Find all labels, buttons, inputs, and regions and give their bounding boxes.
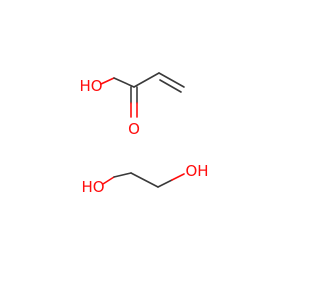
acrylic-hydroxyl-bond-c	[113, 77, 135, 88]
acrylic-cc-double-bond-b	[159, 79, 182, 93]
acrylic-cc-single-bond	[133, 72, 160, 88]
glycol-cc-bond	[130, 172, 159, 188]
glycol-right-o-bond-o	[171, 173, 185, 181]
structure-canvas: HO O HO OH	[79, 72, 209, 196]
glycol-left-o-bond-c	[113, 172, 132, 178]
acrylic-cc-double-bond-a	[158, 72, 185, 88]
glycol-left-o-bond-o	[102, 176, 115, 185]
acrylic-carbonyl-oxygen-label: O	[128, 120, 140, 138]
glycol-left-hydroxyl-label: HO	[81, 178, 104, 196]
acrylic-acid-molecule: HO O	[79, 72, 185, 138]
glycol-right-hydroxyl-label: OH	[185, 162, 208, 180]
acrylic-hydroxyl-bond-o	[100, 77, 115, 85]
glycol-right-o-bond-c	[157, 179, 173, 188]
ethylene-glycol-molecule: HO OH	[81, 162, 208, 196]
acrylic-hydroxyl-label: HO	[79, 77, 102, 95]
